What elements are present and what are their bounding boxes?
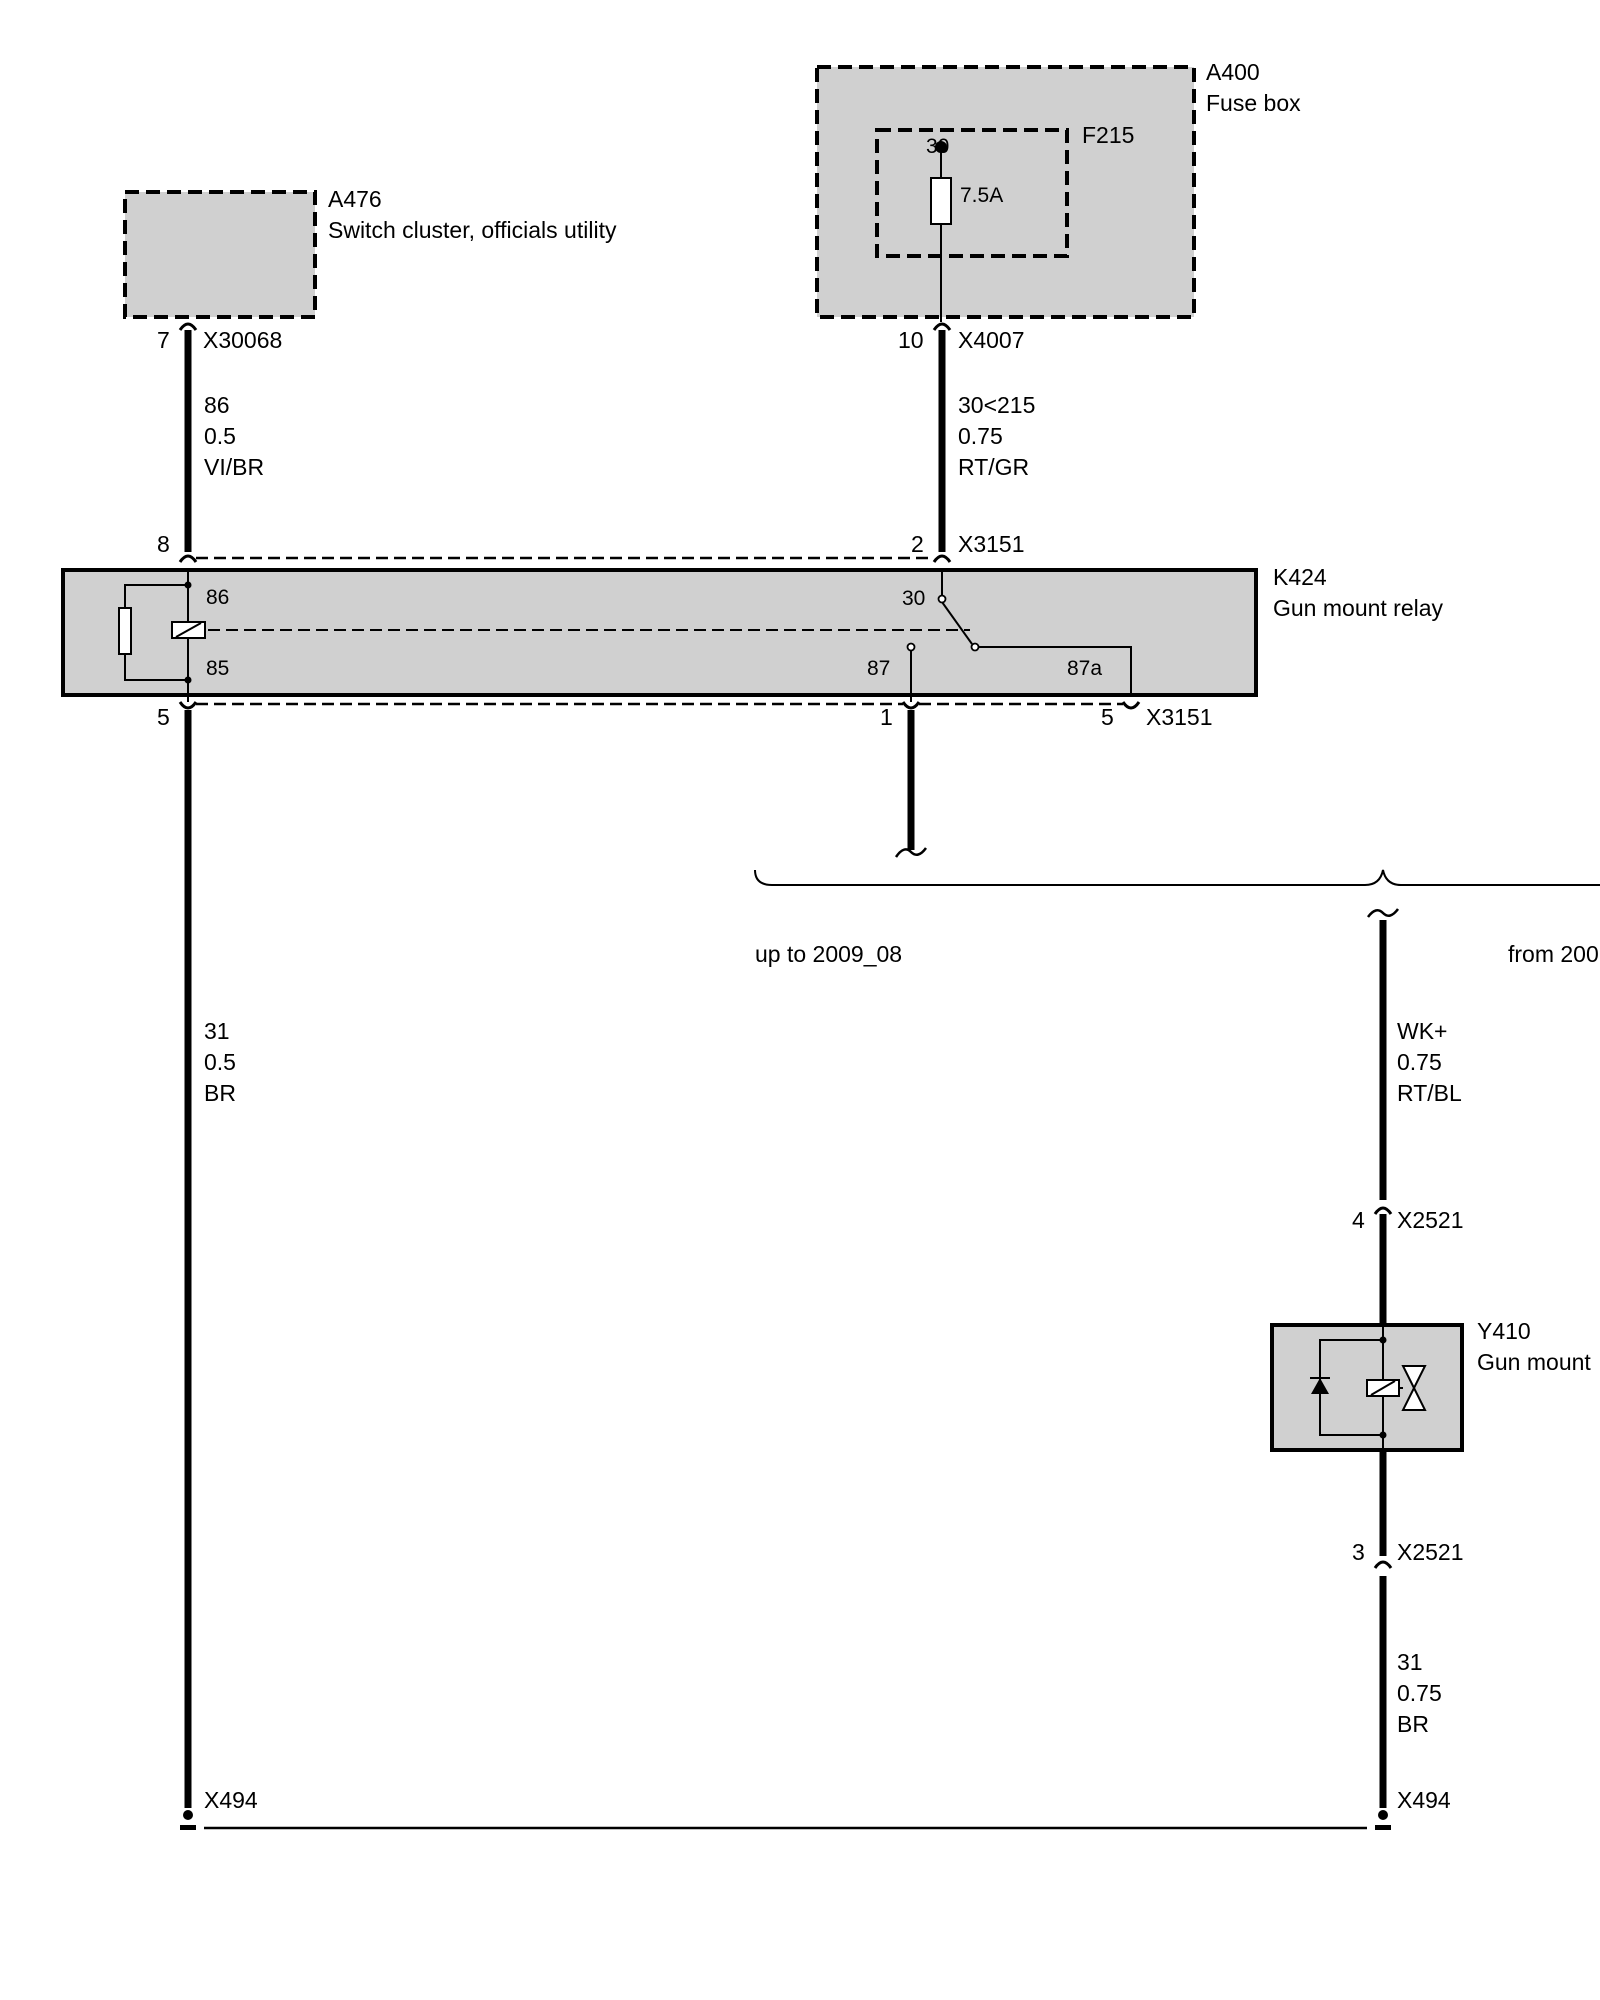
- x3151-bottom-mid-pin: 1: [880, 704, 893, 730]
- a400-id: A400: [1206, 59, 1260, 85]
- x3151-bottom-pin: 5: [1101, 704, 1114, 730]
- connector-x3151-top: 8 2 X3151: [157, 531, 1025, 563]
- k424-pin-30: 30: [902, 587, 925, 610]
- x30068-pin: 7: [157, 327, 170, 353]
- wire-31-left-signal: 31: [204, 1018, 230, 1044]
- a476-name: Switch cluster, officials utility: [328, 217, 617, 243]
- wire-wk-signal: WK+: [1397, 1018, 1447, 1044]
- connector-x2521-top: 4 X2521: [1352, 1206, 1464, 1325]
- wire-30-signal: 30<215: [958, 392, 1035, 418]
- x2521-bottom-pin: 3: [1352, 1539, 1365, 1565]
- wire-86-color: VI/BR: [204, 454, 264, 480]
- variant-right-label: from 200: [1508, 941, 1599, 967]
- k424-pin-87a: 87a: [1067, 657, 1102, 680]
- wire-31-left-color: BR: [204, 1080, 236, 1106]
- wire-31-right-size: 0.75: [1397, 1680, 1442, 1706]
- k424-id: K424: [1273, 564, 1327, 590]
- resistor-icon: [118, 607, 132, 655]
- connector-x2521-bottom: 3 X2521: [1352, 1450, 1464, 1569]
- valve-icon: [1401, 1365, 1427, 1391]
- x2521-bottom-label: X2521: [1397, 1539, 1464, 1565]
- x3151-bottom-left-pin: 5: [157, 704, 170, 730]
- k424-pin-86: 86: [206, 586, 229, 609]
- wire-break-icon: [1366, 908, 1400, 918]
- f215-id: F215: [1082, 122, 1134, 148]
- a400-fuse-box: A400 Fuse box: [815, 59, 1301, 319]
- f215-rating: 7.5A: [960, 184, 1003, 207]
- wire-31-left: 31 0.5 BR: [184, 710, 236, 1808]
- wire-30-color: RT/GR: [958, 454, 1029, 480]
- connector-x30068: 7 X30068: [157, 322, 282, 353]
- x494-left-label: X494: [204, 1787, 258, 1813]
- y410-id: Y410: [1477, 1318, 1531, 1344]
- connector-x3151-bottom: 5 1 5 X3151: [157, 695, 1213, 730]
- wire-86-size: 0.5: [204, 423, 236, 449]
- x2521-top-label: X2521: [1397, 1207, 1464, 1233]
- wire-31-right: 31 0.75 BR: [1379, 1576, 1442, 1808]
- variant-brace: up to 2009_08 from 200: [754, 869, 1600, 967]
- wire-break-icon: [894, 847, 928, 858]
- x30068-label: X30068: [203, 327, 282, 353]
- variant-left-label: up to 2009_08: [755, 941, 902, 967]
- wire-86: 86 0.5 VI/BR: [184, 330, 264, 552]
- wire-31-right-signal: 31: [1397, 1649, 1423, 1675]
- x4007-label: X4007: [958, 327, 1025, 353]
- k424-pin-87: 87: [867, 657, 890, 680]
- x3151-bottom-label: X3151: [1146, 704, 1213, 730]
- f215-fuse: F215 30 7.5A: [875, 122, 1134, 322]
- wire-31-left-size: 0.5: [204, 1049, 236, 1075]
- wire-30-size: 0.75: [958, 423, 1003, 449]
- a400-name: Fuse box: [1206, 90, 1301, 116]
- wire-wk-size: 0.75: [1397, 1049, 1442, 1075]
- x3151-top-label: X3151: [958, 531, 1025, 557]
- y410-valve: Y410 Gun mount: [1270, 1318, 1591, 1452]
- diode-icon: [1311, 1378, 1329, 1394]
- k424-relay: K424 Gun mount relay 86 85 30 87 87a: [61, 564, 1444, 697]
- a476-id: A476: [328, 186, 382, 212]
- wire-87-cut: [894, 710, 928, 858]
- k424-name: Gun mount relay: [1273, 595, 1444, 621]
- a476-module: A476 Switch cluster, officials utility: [123, 186, 617, 319]
- connector-x4007: 10 X4007: [898, 322, 1025, 353]
- wire-30: 30<215 0.75 RT/GR: [938, 330, 1035, 552]
- wire-31-right-color: BR: [1397, 1711, 1429, 1737]
- fuse-symbol-icon: [930, 177, 952, 225]
- x494-right-label: X494: [1397, 1787, 1451, 1813]
- wire-86-signal: 86: [204, 392, 230, 418]
- y410-name: Gun mount: [1477, 1349, 1591, 1375]
- x3151-top-pin: 2: [911, 531, 924, 557]
- k424-pin-85: 85: [206, 657, 229, 680]
- x3151-top-left-pin: 8: [157, 531, 170, 557]
- ground-x494: X494 X494: [180, 1787, 1451, 1830]
- wire-wk-color: RT/BL: [1397, 1080, 1462, 1106]
- x4007-pin: 10: [898, 327, 924, 353]
- x2521-top-pin: 4: [1352, 1207, 1365, 1233]
- wire-wk-plus: WK+ 0.75 RT/BL: [1366, 908, 1462, 1200]
